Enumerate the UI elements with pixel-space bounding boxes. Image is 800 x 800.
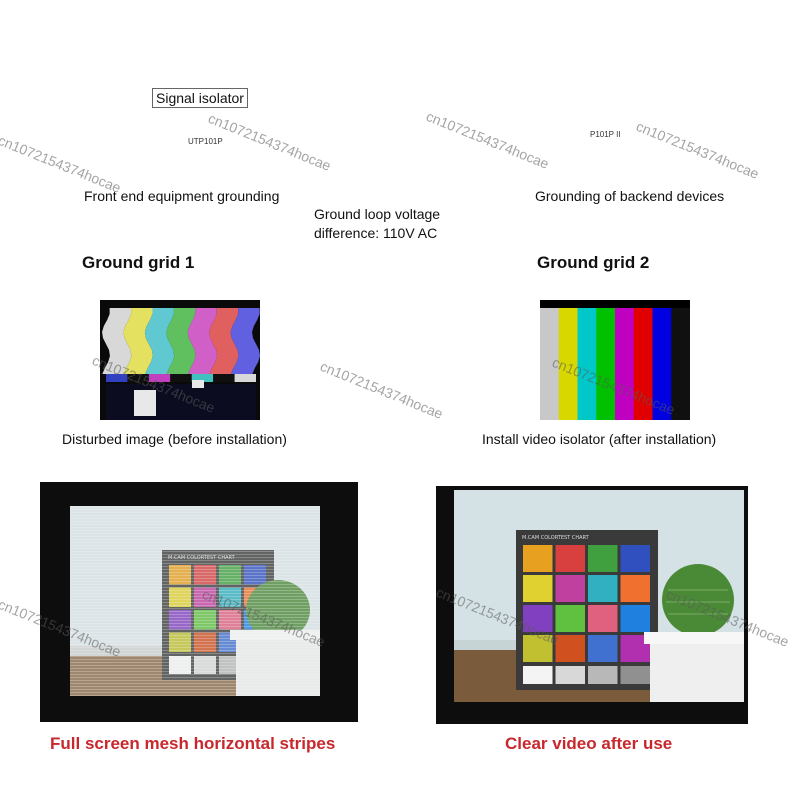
noisy-chart-title: M.CAM COLORTEST CHART bbox=[168, 555, 236, 561]
cable-tag-right: P101P II bbox=[590, 130, 621, 139]
noisy-video-frame: M.CAM COLORTEST CHART bbox=[40, 482, 358, 722]
clear-chart-patch-7 bbox=[620, 575, 650, 602]
clear-chart-patch-11 bbox=[620, 605, 650, 632]
disturbed-bottom-band bbox=[106, 384, 256, 420]
noisy-chart-patch-6 bbox=[219, 587, 241, 607]
noisy-chart-patch-5 bbox=[194, 587, 216, 607]
disturbed-strip-4 bbox=[191, 374, 214, 382]
watermark-1: cn1072154374hocae bbox=[0, 132, 124, 196]
ground-grid-1-label: Ground grid 1 bbox=[82, 253, 195, 272]
noisy-chart-patch-10 bbox=[219, 610, 241, 630]
noisy-chart-grey-2 bbox=[219, 656, 241, 674]
clear-chart-patch-0 bbox=[523, 545, 553, 572]
clean-bar-6 bbox=[652, 308, 672, 420]
clean-color-bars bbox=[540, 300, 690, 420]
clear-chart-patch-8 bbox=[523, 605, 553, 632]
noisy-cactus-illustration bbox=[230, 580, 320, 696]
disturbed-strip-6 bbox=[234, 374, 256, 382]
disturbed-bar-0 bbox=[102, 308, 132, 374]
disturbed-bar-5 bbox=[209, 308, 239, 374]
clear-cactus-illustration bbox=[644, 564, 744, 702]
clear-chart-grey-0 bbox=[523, 666, 553, 684]
clear-chart-patch-10 bbox=[588, 605, 618, 632]
disturbed-bars-svg bbox=[102, 308, 260, 420]
clean-bar-3 bbox=[596, 308, 616, 420]
front-grounding-label: Front end equipment grounding bbox=[84, 188, 280, 204]
disturbed-bar-4 bbox=[187, 308, 218, 374]
clean-bar-2 bbox=[577, 308, 597, 420]
clear-chart-patch-13 bbox=[555, 635, 585, 662]
disturbed-white-block bbox=[134, 390, 156, 416]
noisy-chart-grey-1 bbox=[194, 656, 216, 674]
backend-grounding-label: Grounding of backend devices bbox=[535, 188, 725, 204]
noisy-caption: Full screen mesh horizontal stripes bbox=[50, 734, 336, 753]
clear-chart-patch-14 bbox=[588, 635, 618, 662]
noisy-chart-patch-4 bbox=[169, 587, 191, 607]
clear-chart-grey-3 bbox=[620, 666, 650, 684]
noisy-chart-patch-9 bbox=[194, 610, 216, 630]
clear-color-chart: M.CAM COLORTEST CHART bbox=[516, 530, 658, 690]
clear-chart-title: M.CAM COLORTEST CHART bbox=[522, 535, 590, 541]
disturbed-bar-2 bbox=[144, 308, 175, 374]
clear-chart-grey-2 bbox=[588, 666, 618, 684]
clear-chart-patch-9 bbox=[555, 605, 585, 632]
disturbed-strip-2 bbox=[148, 374, 171, 382]
clean-bars-svg bbox=[540, 308, 690, 420]
noisy-chart-patch-0 bbox=[169, 565, 191, 585]
clear-chart-patch-6 bbox=[588, 575, 618, 602]
clean-bar-4 bbox=[615, 308, 635, 420]
clear-video-frame: M.CAM COLORTEST CHART bbox=[436, 486, 748, 724]
disturbed-bar-1 bbox=[123, 308, 153, 374]
clean-bar-7 bbox=[671, 308, 690, 420]
noise-haze-overlay bbox=[70, 506, 320, 696]
noisy-chart-patch-8 bbox=[169, 610, 191, 630]
cable-tag-left: UTP101P bbox=[188, 137, 223, 146]
clean-bar-0 bbox=[540, 308, 560, 420]
clear-chart-patch-12 bbox=[523, 635, 553, 662]
noisy-chart-patch-13 bbox=[194, 632, 216, 652]
watermark-4: cn1072154374hocae bbox=[634, 118, 762, 182]
clean-bar-5 bbox=[633, 308, 653, 420]
ground-grid-2-label: Ground grid 2 bbox=[537, 253, 650, 272]
noisy-chart-patch-2 bbox=[219, 565, 241, 585]
clear-video-screen: M.CAM COLORTEST CHART bbox=[454, 490, 744, 702]
disturbed-white-chip bbox=[192, 380, 204, 388]
disturbed-strip-5 bbox=[213, 374, 235, 382]
noisy-video-screen: M.CAM COLORTEST CHART bbox=[70, 506, 320, 696]
clear-chart-patch-4 bbox=[523, 575, 553, 602]
disturbed-strip-0 bbox=[106, 374, 128, 382]
loop-voltage-label-1: Ground loop voltage bbox=[314, 206, 441, 222]
watermark-2: cn1072154374hocae bbox=[206, 110, 334, 174]
disturbed-bar-6 bbox=[230, 308, 260, 374]
clear-chart-patch-1 bbox=[555, 545, 585, 572]
noisy-chart-patch-3 bbox=[244, 565, 266, 585]
clear-chart-patch-2 bbox=[588, 545, 618, 572]
watermark-6: cn1072154374hocae bbox=[318, 358, 446, 422]
disturbed-strip-1 bbox=[127, 374, 149, 382]
loop-voltage-label-2: difference: 110V AC bbox=[314, 225, 438, 241]
noisy-chart-patch-12 bbox=[169, 632, 191, 652]
disturbed-strip-3 bbox=[170, 374, 192, 382]
clean-bar-1 bbox=[558, 308, 578, 420]
clear-chart-patch-3 bbox=[620, 545, 650, 572]
noisy-chart-patch-1 bbox=[194, 565, 216, 585]
clear-chart-grey-1 bbox=[555, 666, 585, 684]
before-caption: Disturbed image (before installation) bbox=[62, 431, 287, 447]
disturbed-bar-3 bbox=[166, 308, 196, 374]
noise-stripes-overlay bbox=[70, 506, 320, 696]
clear-chart-patch-5 bbox=[555, 575, 585, 602]
noisy-chart-grey-0 bbox=[169, 656, 191, 674]
signal-isolator-label: Signal isolator bbox=[152, 88, 248, 108]
clear-caption: Clear video after use bbox=[505, 734, 673, 753]
after-caption: Install video isolator (after installati… bbox=[482, 431, 717, 447]
disturbed-color-bars bbox=[100, 300, 260, 420]
